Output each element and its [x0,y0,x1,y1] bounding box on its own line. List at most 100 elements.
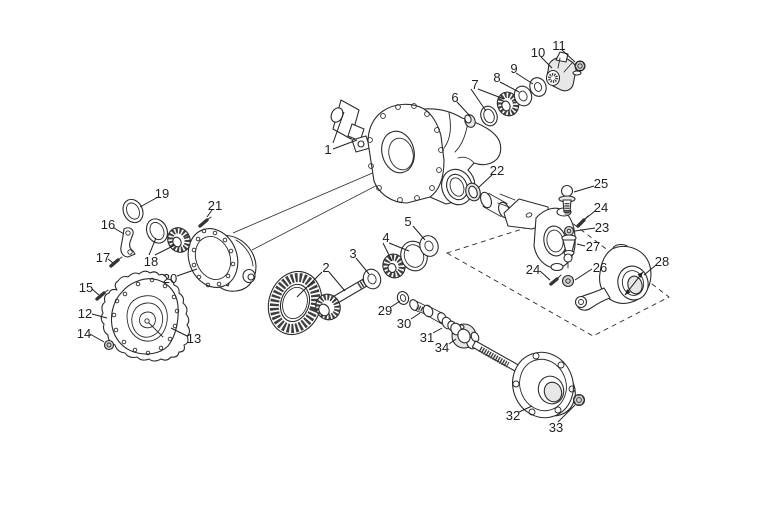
leader-lines [89,49,657,423]
seal-19 [122,198,144,224]
fill-plug-14 [103,339,115,351]
leader-30 [410,312,421,320]
bearing-cup-7 [480,105,498,127]
washer-3 [362,268,382,290]
steering-knuckle-28 [574,243,652,311]
callout-23: 23 [595,220,609,235]
leader-10 [540,56,553,69]
callout-33: 33 [549,420,563,435]
leader-19 [139,196,159,208]
case-flange-holes [191,228,236,288]
callout-32: 32 [506,408,520,423]
leader-15 [91,288,100,296]
callout-34: 34 [435,340,449,355]
lower-ball-joint-27 [561,234,577,269]
leader-14 [89,333,105,343]
case-bolt-21 [198,216,212,228]
breather-plug-6 [464,114,476,128]
callout-28: 28 [655,254,669,269]
leader-25 [573,185,595,193]
callout-25: 25 [594,176,608,191]
u-joint-34 [450,322,480,350]
washer-9 [529,77,547,97]
leader-24b [539,270,551,281]
inner-pinion-bearing-4 [382,253,406,279]
leader-11 [561,49,576,63]
callout-3: 3 [349,246,356,261]
callout-11: 11 [552,38,566,53]
leader-12 [91,313,108,319]
leader-4 [382,242,410,262]
ball-joint-screw-lower-24 [549,274,562,286]
callouts: 1 2 3 4 5 6 7 8 9 10 11 12 13 14 15 16 1… [77,38,669,435]
leader-5 [412,225,426,241]
callout-2: 2 [322,260,329,275]
ring-gear-2 [267,270,323,336]
callout-5: 5 [404,214,411,229]
callout-30: 30 [397,316,411,331]
callout-14: 14 [77,326,91,341]
leader-23 [574,227,596,232]
snap-ring-23 [563,225,575,237]
housing-bolt-holes [367,103,444,203]
differential-case-20 [187,228,257,292]
leader-28 [643,264,657,276]
leader-9 [515,72,534,85]
leader-24a [584,210,596,220]
callout-9: 9 [510,61,517,76]
axle-seal-22 [465,182,481,202]
leader-26 [574,268,593,281]
callout-17: 17 [96,250,110,265]
callout-29: 29 [378,303,392,318]
sensor-bracket-16 [120,227,136,258]
callout-15: 15 [79,280,93,295]
callout-26: 26 [593,260,607,275]
hub-bolt-holes [512,352,576,416]
seal-29 [396,291,410,305]
leader-22 [477,173,494,189]
callout-4: 4 [382,230,389,245]
leader-3 [355,257,370,275]
callout-7: 7 [471,77,478,92]
callout-13: 13 [187,331,201,346]
callout-12: 12 [78,306,92,321]
callout-24a: 24 [594,200,608,215]
leader-34 [448,338,457,345]
leader-6 [456,101,471,117]
diff-cover-13 [110,277,180,356]
ball-joint-nut-26 [561,274,575,288]
leader-29 [390,300,401,308]
callout-31: 31 [420,330,434,345]
callout-10: 10 [531,45,545,60]
axle-housing [330,99,502,206]
side-bearing-cup-18 [145,218,169,244]
leader-8 [499,81,520,93]
callout-16: 16 [101,217,115,232]
callout-20: 20 [163,271,177,286]
leader-17 [107,258,114,264]
cover-bolt-holes [111,277,180,356]
callout-22: 22 [490,163,504,178]
hub-nut-33 [572,393,586,407]
yoke-nut-11 [572,60,586,76]
callout-18: 18 [144,254,158,269]
washer-5 [419,235,439,257]
callout-19: 19 [155,186,169,201]
cover-screw-15 [95,289,109,301]
leader-18 [148,237,176,256]
pinion-yoke-10 [545,51,577,92]
callout-1: 1 [324,142,331,157]
washer-8 [513,85,533,107]
leader-7 [470,88,505,112]
wheel-hub-32 [512,351,576,419]
callout-24b: 24 [526,262,540,277]
upper-ball-joint-25 [558,184,576,215]
callout-27: 27 [586,239,600,254]
callout-6: 6 [451,90,458,105]
leader-33 [557,404,576,423]
callout-8: 8 [493,70,500,85]
callout-21: 21 [208,198,222,213]
leader-21 [206,209,213,218]
